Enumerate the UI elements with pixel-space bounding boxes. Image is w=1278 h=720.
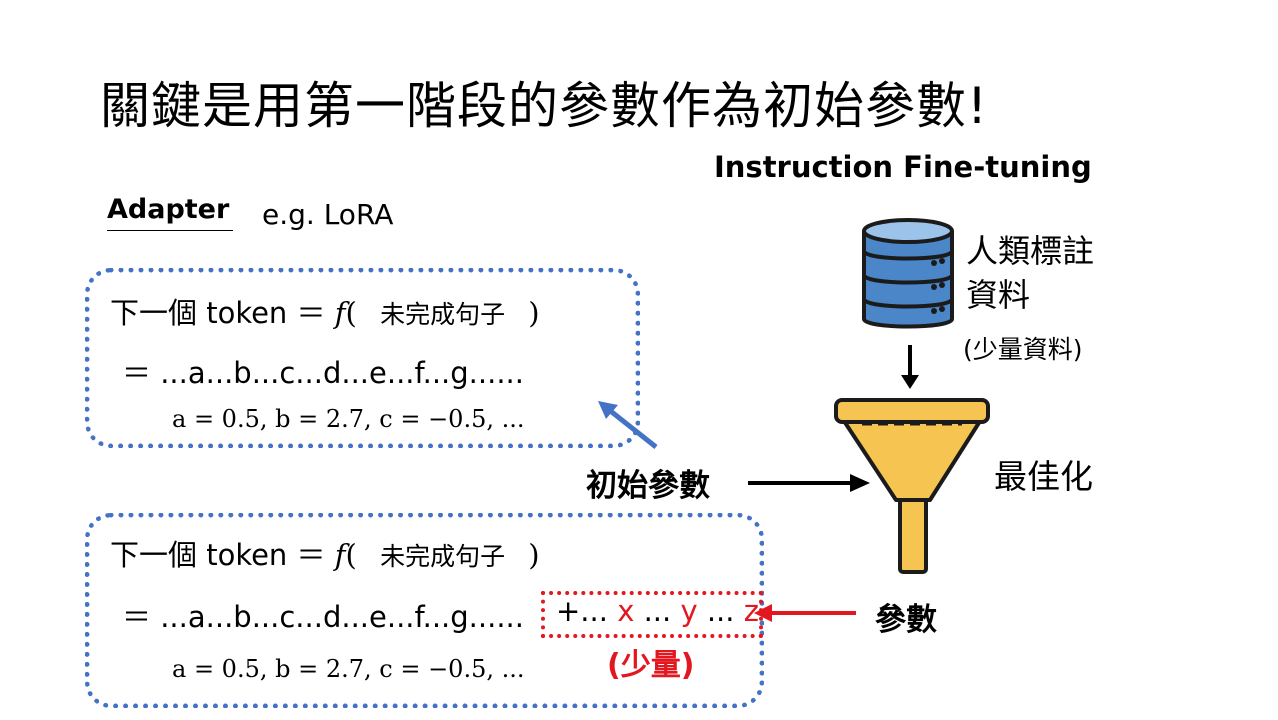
extra-y: y	[680, 594, 698, 628]
bottom-eq: ＝	[296, 538, 326, 572]
data-source-line1: 人類標註	[966, 232, 1095, 270]
bottom-formula-line1: 下一個 token ＝ f( 未完成句子 )	[110, 532, 540, 574]
bottom-prefix: 下一個 token	[110, 538, 297, 572]
adapter-label: Adapter	[107, 194, 230, 225]
top-f: f	[334, 296, 346, 330]
extra-params-note: (少量)	[607, 648, 695, 683]
page-title: 關鍵是用第一階段的參數作為初始參數!	[100, 77, 989, 135]
bottom-formula-line3: a = 0.5, b = 2.7, c = −0.5, ...	[172, 655, 525, 683]
top-prefix: 下一個 token	[110, 296, 297, 330]
top-formula-line3: a = 0.5, b = 2.7, c = −0.5, ...	[172, 405, 525, 433]
top-arg: 未完成句子	[380, 300, 506, 329]
blue-arrow-icon	[598, 401, 658, 449]
database-icon	[862, 218, 954, 329]
extra-x: x	[617, 594, 635, 628]
extra-plus: +...	[556, 594, 608, 628]
bottom-arg: 未完成句子	[380, 542, 506, 571]
right-arrow-icon	[748, 474, 870, 492]
init-params-label: 初始參數	[586, 468, 710, 504]
top-eq: ＝	[296, 296, 326, 330]
top-formula-line2: ＝ ...a...b...c...d...e...f...g......	[122, 356, 524, 390]
bottom-paren-open: (	[345, 538, 357, 572]
data-source-note: (少量資料)	[963, 335, 1083, 364]
funnel-icon	[834, 398, 990, 574]
section-title: Instruction Fine-tuning	[714, 150, 1092, 184]
bottom-paren-close: )	[528, 538, 540, 572]
extra-z: z	[743, 594, 759, 628]
top-formula-line1: 下一個 token ＝ f( 未完成句子 )	[110, 290, 540, 332]
adapter-underline	[107, 230, 233, 231]
red-arrow-icon	[754, 604, 856, 622]
bottom-formula-line2: ＝ ...a...b...c...d...e...f...g......	[122, 600, 524, 634]
extra-dots2: ...	[706, 594, 735, 628]
top-formula-box	[85, 268, 640, 448]
bottom-f: f	[334, 538, 346, 572]
adapter-example: e.g. LoRA	[262, 198, 394, 231]
extra-params: +... x ... y ... z	[556, 594, 759, 628]
params-label: 參數	[875, 602, 937, 638]
top-paren-open: (	[345, 296, 357, 330]
optimize-label: 最佳化	[994, 457, 1093, 496]
down-arrow-icon	[901, 345, 919, 389]
data-source-line2: 資料	[966, 276, 1031, 314]
top-paren-close: )	[528, 296, 540, 330]
extra-dots1: ...	[643, 594, 672, 628]
